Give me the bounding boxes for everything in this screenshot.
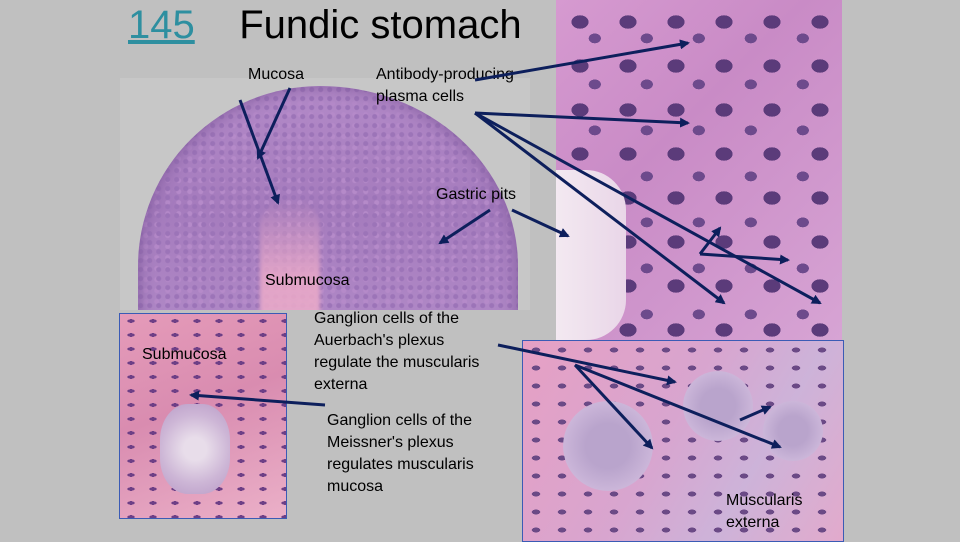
- slide-title: 145 Fundic stomach: [128, 2, 522, 48]
- submucosa-tissue: [260, 198, 320, 310]
- auerbach-ganglion-cell: [763, 401, 823, 461]
- slide-title-text: Fundic stomach: [239, 3, 522, 47]
- label-submucosa: Submucosa: [265, 272, 350, 289]
- plasma-cells-micrograph: [556, 0, 842, 340]
- label-submucosa-inset: Submucosa: [142, 346, 227, 363]
- label-muscularis-externa: Muscularis externa: [726, 492, 803, 531]
- label-auerbach-plexus: Ganglion cells of the Auerbach's plexus …: [314, 310, 480, 393]
- auerbach-ganglion-cell: [683, 371, 753, 441]
- auerbach-ganglion-cell: [563, 401, 653, 491]
- gastric-pit-lumen: [556, 170, 626, 340]
- label-gastric-pits: Gastric pits: [436, 186, 517, 203]
- submucosa-micrograph: [119, 313, 287, 519]
- label-plasma-cells: Antibody-producing plasma cells: [376, 66, 514, 105]
- slide-number-link[interactable]: 145: [128, 3, 195, 47]
- stomach-section-image: [120, 78, 530, 310]
- label-meissner-plexus: Ganglion cells of the Meissner's plexus …: [327, 412, 474, 495]
- label-mucosa: Mucosa: [248, 66, 305, 83]
- meissner-ganglion: [160, 404, 230, 494]
